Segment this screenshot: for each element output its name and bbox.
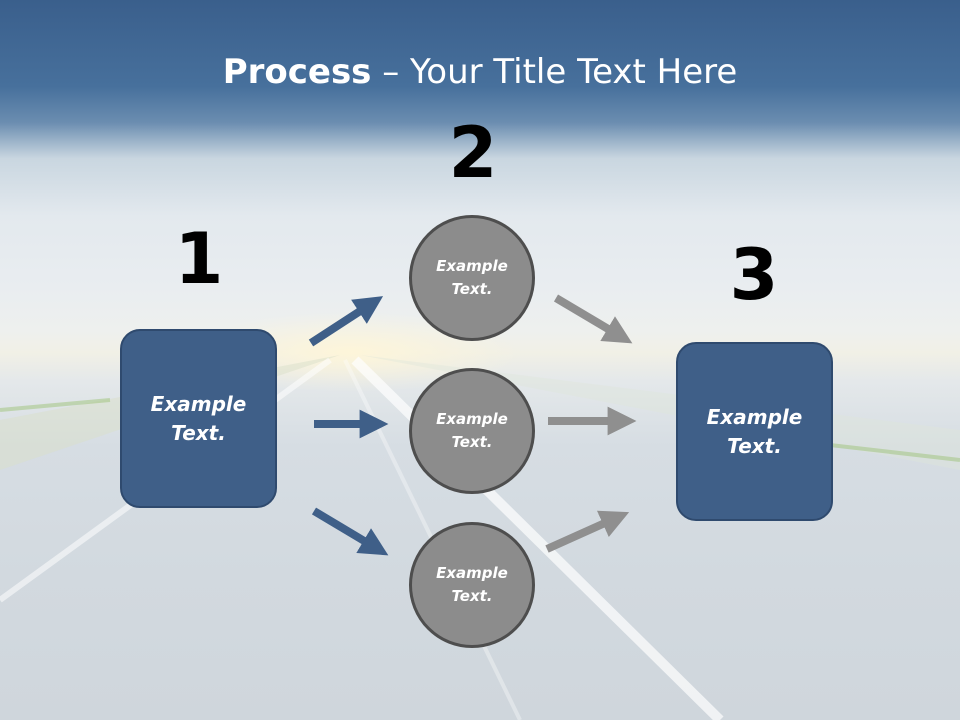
- title-rest: – Your Title Text Here: [371, 52, 738, 92]
- step-box-3: Example Text.: [676, 342, 833, 521]
- arrow-top-to-box3: [553, 294, 633, 344]
- circle-middle: Example Text.: [409, 368, 535, 494]
- step-number-3: 3: [729, 234, 779, 316]
- circle-top: Example Text.: [409, 215, 535, 341]
- arrow-box1-to-bottom: [311, 507, 389, 556]
- arrow-box1-to-top: [308, 296, 384, 347]
- step-box-3-text: Example Text.: [706, 404, 803, 458]
- arrow-bottom-to-box3: [545, 510, 630, 553]
- circle-bottom-text: Example Text.: [436, 564, 508, 605]
- step-number-1: 1: [174, 218, 224, 300]
- circle-bottom: Example Text.: [409, 522, 535, 648]
- circle-middle-text: Example Text.: [436, 410, 508, 451]
- step-box-1: Example Text.: [120, 329, 277, 508]
- circle-top-text: Example Text.: [436, 257, 508, 298]
- title-bold: Process: [222, 52, 372, 92]
- slide-title: Process – Your Title Text Here: [0, 52, 960, 92]
- step-box-1-text: Example Text.: [150, 391, 247, 445]
- step-number-2: 2: [448, 112, 498, 194]
